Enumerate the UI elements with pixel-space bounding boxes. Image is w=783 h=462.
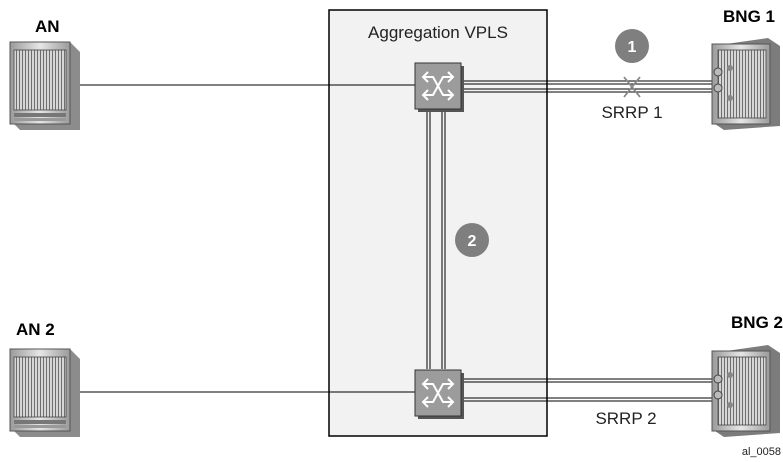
link-srrp2: [462, 378, 712, 402]
router-icon: [711, 38, 780, 130]
switch-icon: [414, 369, 464, 419]
bng1-label: BNG 1: [723, 7, 775, 26]
link-srrp1: [462, 80, 712, 93]
callout-2-text: 2: [468, 233, 477, 250]
vpls-title: Aggregation VPLS: [368, 23, 508, 42]
router-icon: [711, 345, 780, 437]
callout-badge-2: 2: [455, 223, 489, 257]
an2-label: AN 2: [16, 320, 55, 339]
figure-id: al_0058: [742, 446, 781, 458]
an1-label: AN: [35, 17, 60, 36]
callout-1-text: 1: [628, 39, 637, 56]
srrp1-label: SRRP 1: [601, 103, 662, 122]
access-node-icon: [9, 41, 80, 130]
bng2-label: BNG 2: [731, 313, 783, 332]
callout-badge-1: 1: [615, 29, 649, 63]
failure-x-icon: [623, 76, 641, 98]
srrp2-label: SRRP 2: [595, 409, 656, 428]
access-node-icon: [9, 348, 80, 437]
switch-icon: [414, 62, 464, 112]
link-switch1-switch2: [426, 108, 446, 369]
